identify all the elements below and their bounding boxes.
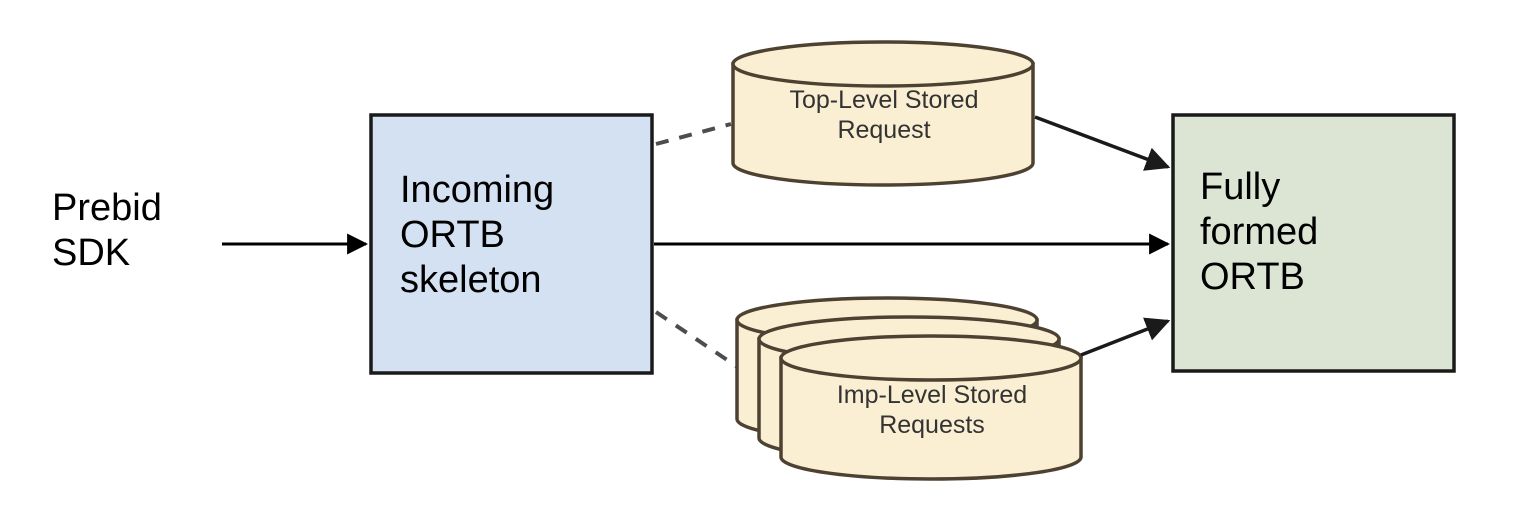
node-incoming-ortb-skeleton[interactable]: [369, 113, 654, 375]
node-fully-formed-ortb[interactable]: [1171, 113, 1456, 373]
edge-incoming-to-top-level: [655, 122, 732, 146]
node-top-level-stored-request[interactable]: [731, 40, 1035, 187]
edge-imp-level-to-fully-formed: [1080, 317, 1171, 357]
edge-incoming-to-imp-level: [654, 310, 747, 374]
cylinder-front: [779, 334, 1083, 481]
edge-top-level-to-fully-formed: [1034, 115, 1171, 171]
node-imp-level-stored-requests[interactable]: [735, 296, 1083, 481]
